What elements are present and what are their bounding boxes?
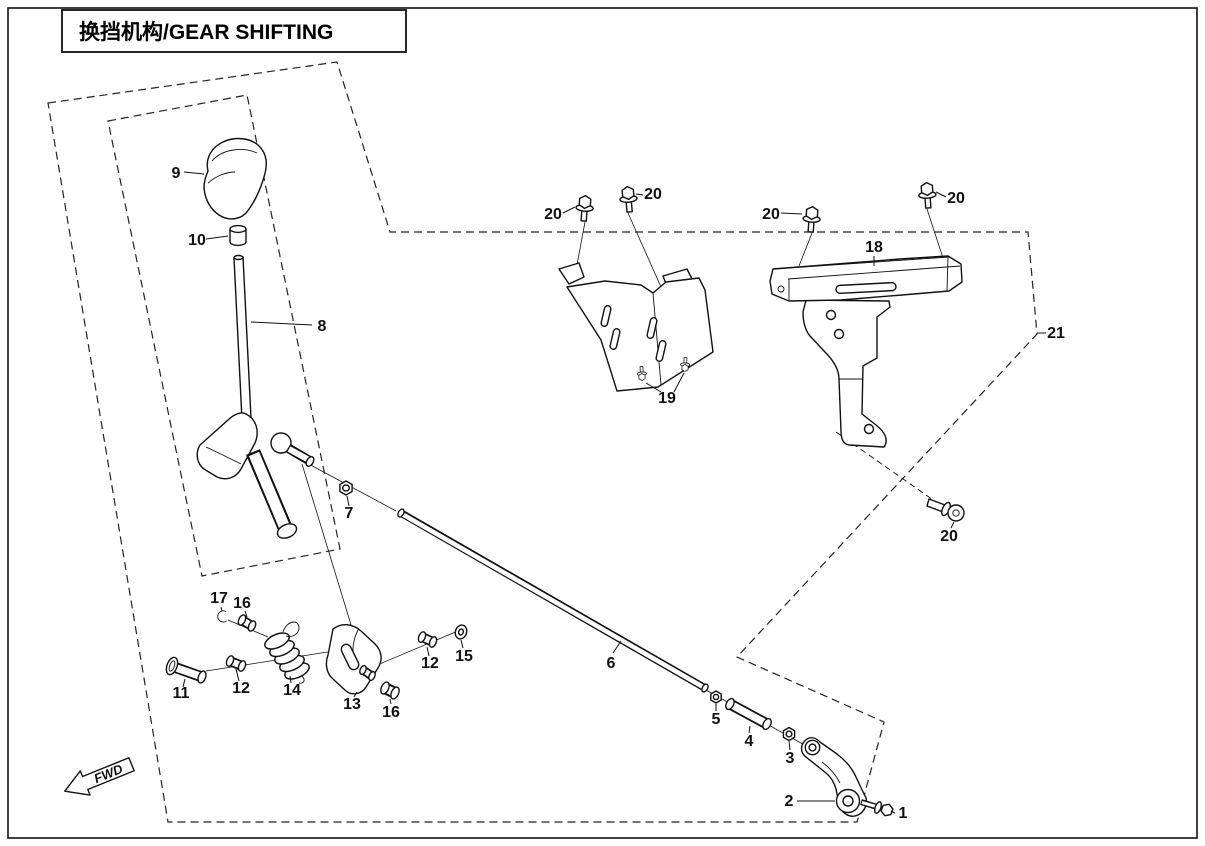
callout-leader xyxy=(235,668,240,682)
inner-boundary xyxy=(107,94,341,577)
callout-14: 14 xyxy=(283,682,301,699)
part-19-mount-plate xyxy=(558,262,714,392)
callout-leader xyxy=(289,675,292,684)
callout-leader xyxy=(612,640,622,654)
callout-leader xyxy=(353,691,358,698)
callout-21: 21 xyxy=(1047,325,1065,342)
callout-16: 16 xyxy=(233,595,251,612)
callout-2: 2 xyxy=(785,793,794,810)
callout-leader xyxy=(244,610,248,618)
part-12-bushing-a xyxy=(225,655,247,672)
callout-20: 20 xyxy=(947,190,965,207)
part-11-pin xyxy=(165,656,207,684)
part-10-bushing xyxy=(229,224,247,247)
callout-8: 8 xyxy=(318,318,327,335)
part-13-bracket xyxy=(325,624,382,695)
part-2-shift-arm xyxy=(800,736,868,817)
fwd-label: FWD xyxy=(92,761,126,786)
callout-1: 1 xyxy=(899,805,908,822)
callout-19: 19 xyxy=(658,390,676,407)
outer-boundary xyxy=(47,61,1038,823)
fwd-arrow: FWD xyxy=(64,757,135,796)
callout-leader xyxy=(950,521,955,529)
callout-20: 20 xyxy=(762,206,780,223)
part-18-pedal-bracket xyxy=(769,255,963,448)
title-block: 换挡机构/GEAR SHIFTING xyxy=(61,9,407,53)
callout-6: 6 xyxy=(607,655,616,672)
callout-5: 5 xyxy=(712,711,721,728)
callout-11: 11 xyxy=(173,685,190,702)
callout-leader xyxy=(890,810,896,814)
callout-leader xyxy=(389,698,392,705)
part-20-bolt-side xyxy=(926,498,965,522)
callout-leader xyxy=(346,495,350,507)
callout-13: 13 xyxy=(343,696,361,713)
callout-leader xyxy=(935,191,947,198)
part-7-nut xyxy=(339,480,353,496)
title-box xyxy=(61,9,407,53)
callout-leader xyxy=(182,678,186,688)
part-16-bushing-b xyxy=(380,681,400,700)
page-title: 换挡机构/GEAR SHIFTING xyxy=(79,20,333,44)
axis-lines xyxy=(205,208,944,748)
callout-15: 15 xyxy=(455,648,473,665)
callout-12: 12 xyxy=(421,655,439,672)
callout-3: 3 xyxy=(786,750,795,767)
part-3-nut xyxy=(782,726,796,742)
callout-10: 10 xyxy=(188,232,206,249)
callout-leader xyxy=(645,382,662,393)
callout-20: 20 xyxy=(544,206,562,223)
callout-leader xyxy=(673,372,685,393)
part-1-bolt xyxy=(860,799,894,817)
part-9-shift-knob xyxy=(203,137,267,220)
part-12-bushing-b xyxy=(417,631,438,648)
callout-leader xyxy=(635,193,644,196)
part-17-clip xyxy=(217,610,228,623)
callout-leader xyxy=(426,646,430,657)
callout-leader xyxy=(562,206,576,214)
part-5-nut xyxy=(710,690,722,704)
part-14-spring xyxy=(264,621,310,684)
page-border xyxy=(7,7,1198,839)
callout-leader xyxy=(460,639,464,649)
callout-leader xyxy=(220,606,223,612)
callout-20: 20 xyxy=(940,528,958,545)
callout-12: 12 xyxy=(232,680,250,697)
callout-9: 9 xyxy=(172,165,181,182)
callout-7: 7 xyxy=(345,505,354,522)
part-4-adjuster xyxy=(725,697,772,731)
callout-4: 4 xyxy=(745,733,754,750)
part-15-washer xyxy=(454,624,468,640)
callout-18: 18 xyxy=(865,239,883,256)
callout-20: 20 xyxy=(644,186,662,203)
callout-leader xyxy=(183,171,205,175)
callout-16: 16 xyxy=(382,704,400,721)
callout-leader xyxy=(250,321,313,326)
part-6-shift-rod xyxy=(397,508,709,693)
callout-leader xyxy=(788,740,791,751)
callout-leader xyxy=(205,235,229,240)
callout-17: 17 xyxy=(210,590,228,607)
part-16-bushing-a xyxy=(237,614,257,632)
part-20-bolts xyxy=(574,181,965,522)
callout-leader xyxy=(748,725,751,734)
callout-leader xyxy=(780,212,803,215)
part-8-shift-lever xyxy=(196,254,315,539)
